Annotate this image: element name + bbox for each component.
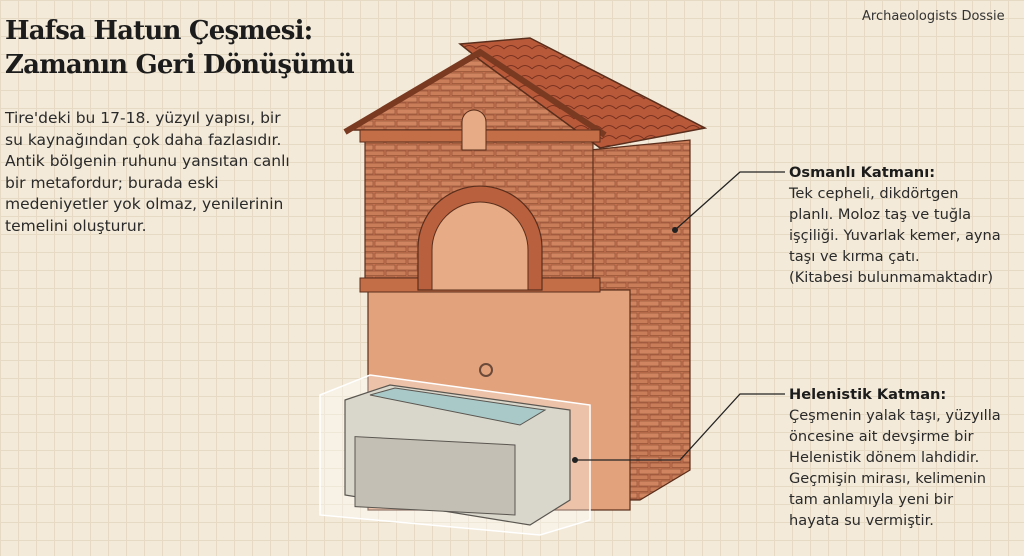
callout-ottoman-layer: Osmanlı Katmanı: Tek cepheli, dikdörtgen…	[789, 162, 1001, 288]
callout-line: Helenistik dönem lahdidir.	[789, 449, 980, 466]
callout-line: taşı ve kırma çatı.	[789, 248, 920, 265]
callout-line: Çeşmenin yalak taşı, yüzyılla	[789, 407, 1001, 424]
callout-line: tam anlamıyla yeni bir	[789, 491, 954, 508]
spout-icon	[479, 363, 493, 377]
title-line-1: Hafsa Hatun Çeşmesi:	[5, 16, 313, 46]
leader-line-ottoman	[674, 171, 785, 231]
brand-label: Archaeologists Dossie	[862, 9, 1005, 24]
page-title: Hafsa Hatun Çeşmesi: Zamanın Geri Dönüşüm…	[5, 14, 355, 82]
callout-line: (Kitabesi bulunmamaktadır)	[789, 269, 994, 286]
callout-line: işçiliği. Yuvarlak kemer, ayna	[789, 227, 1001, 244]
callout-line: planlı. Moloz taş ve tuğla	[789, 206, 972, 223]
title-line-2: Zamanın Geri Dönüşümü	[5, 50, 355, 80]
callout-line: hayata su vermiştir.	[789, 512, 934, 529]
niche	[461, 109, 487, 151]
callout-hellenistic-layer: Helenistik Katman: Çeşmenin yalak taşı, …	[789, 384, 1001, 531]
callout-heading: Helenistik Katman:	[789, 386, 947, 403]
callout-line: Geçmişin mirası, kelimenin	[789, 470, 987, 487]
callout-heading: Osmanlı Katmanı:	[789, 164, 936, 181]
callout-line: Tek cepheli, dikdörtgen	[789, 185, 959, 202]
callout-line: öncesine ait devşirme bir	[789, 428, 974, 445]
leader-line-hellenistic	[575, 393, 785, 461]
intro-text: Tire'deki bu 17-18. yüzyıl yapısı, bir s…	[5, 109, 290, 235]
